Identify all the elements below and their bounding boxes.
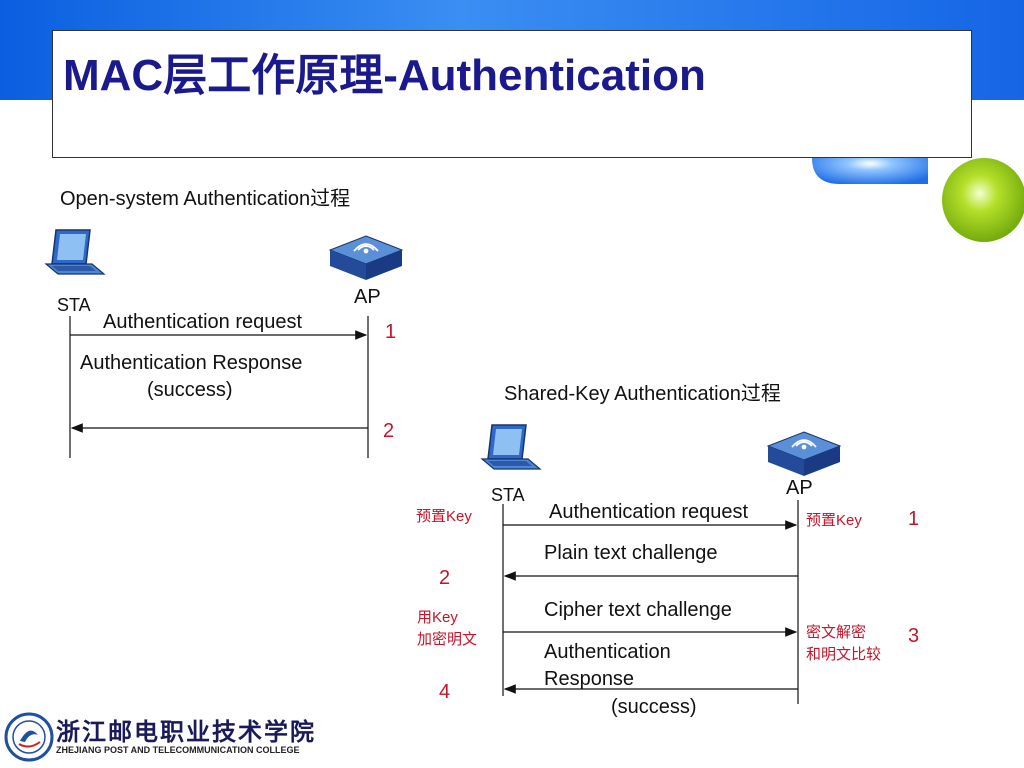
ap-router-icon <box>329 235 403 281</box>
ap-note: 预置Key <box>806 512 862 529</box>
sta-label: STA <box>491 485 525 505</box>
message-label: Authentication request <box>103 311 302 333</box>
ap-label: AP <box>354 286 381 308</box>
college-name-english: ZHEJIANG POST AND TELECOMMUNICATION COLL… <box>56 745 300 755</box>
message-label: Authentication request <box>549 501 748 523</box>
step-number: 1 <box>908 508 919 530</box>
sta-laptop-icon <box>481 424 541 470</box>
step-number: 2 <box>383 420 394 442</box>
slide-title: MAC层工作原理-Authentication <box>63 51 706 100</box>
shared-key-diagram: Shared-Key Authentication过程 STA AP 预置Key… <box>416 382 919 718</box>
sta-note: 用Key <box>417 609 458 626</box>
message-label: Response <box>544 668 634 690</box>
slide-title-box: MAC层工作原理-Authentication <box>52 30 972 158</box>
message-label: Cipher text challenge <box>544 599 732 621</box>
college-logo <box>4 712 54 762</box>
message-label: (success) <box>611 696 697 718</box>
shared-key-caption: Shared-Key Authentication过程 <box>504 382 781 405</box>
step-number: 4 <box>439 681 450 703</box>
sta-note: 加密明文 <box>417 631 477 648</box>
decorative-green-ball <box>942 158 1024 242</box>
sta-label: STA <box>57 295 91 315</box>
sta-note: 预置Key <box>416 508 472 525</box>
college-name-chinese: 浙江邮电职业技术学院 <box>56 717 316 746</box>
open-system-diagram: Open-system Authentication过程 STA AP Auth… <box>45 187 403 458</box>
message-label: Authentication <box>544 641 671 663</box>
ap-label: AP <box>786 477 813 499</box>
step-number: 1 <box>385 321 396 343</box>
step-number: 2 <box>439 567 450 589</box>
message-label: (success) <box>147 379 233 401</box>
ap-router-icon <box>767 431 841 477</box>
ap-note: 和明文比较 <box>806 645 881 663</box>
message-label: Plain text challenge <box>544 542 717 564</box>
ap-note: 密文解密 <box>806 624 866 641</box>
step-number: 3 <box>908 625 919 647</box>
open-system-caption: Open-system Authentication过程 <box>60 187 350 210</box>
message-label: Authentication Response <box>80 352 302 374</box>
sta-laptop-icon <box>45 229 105 275</box>
